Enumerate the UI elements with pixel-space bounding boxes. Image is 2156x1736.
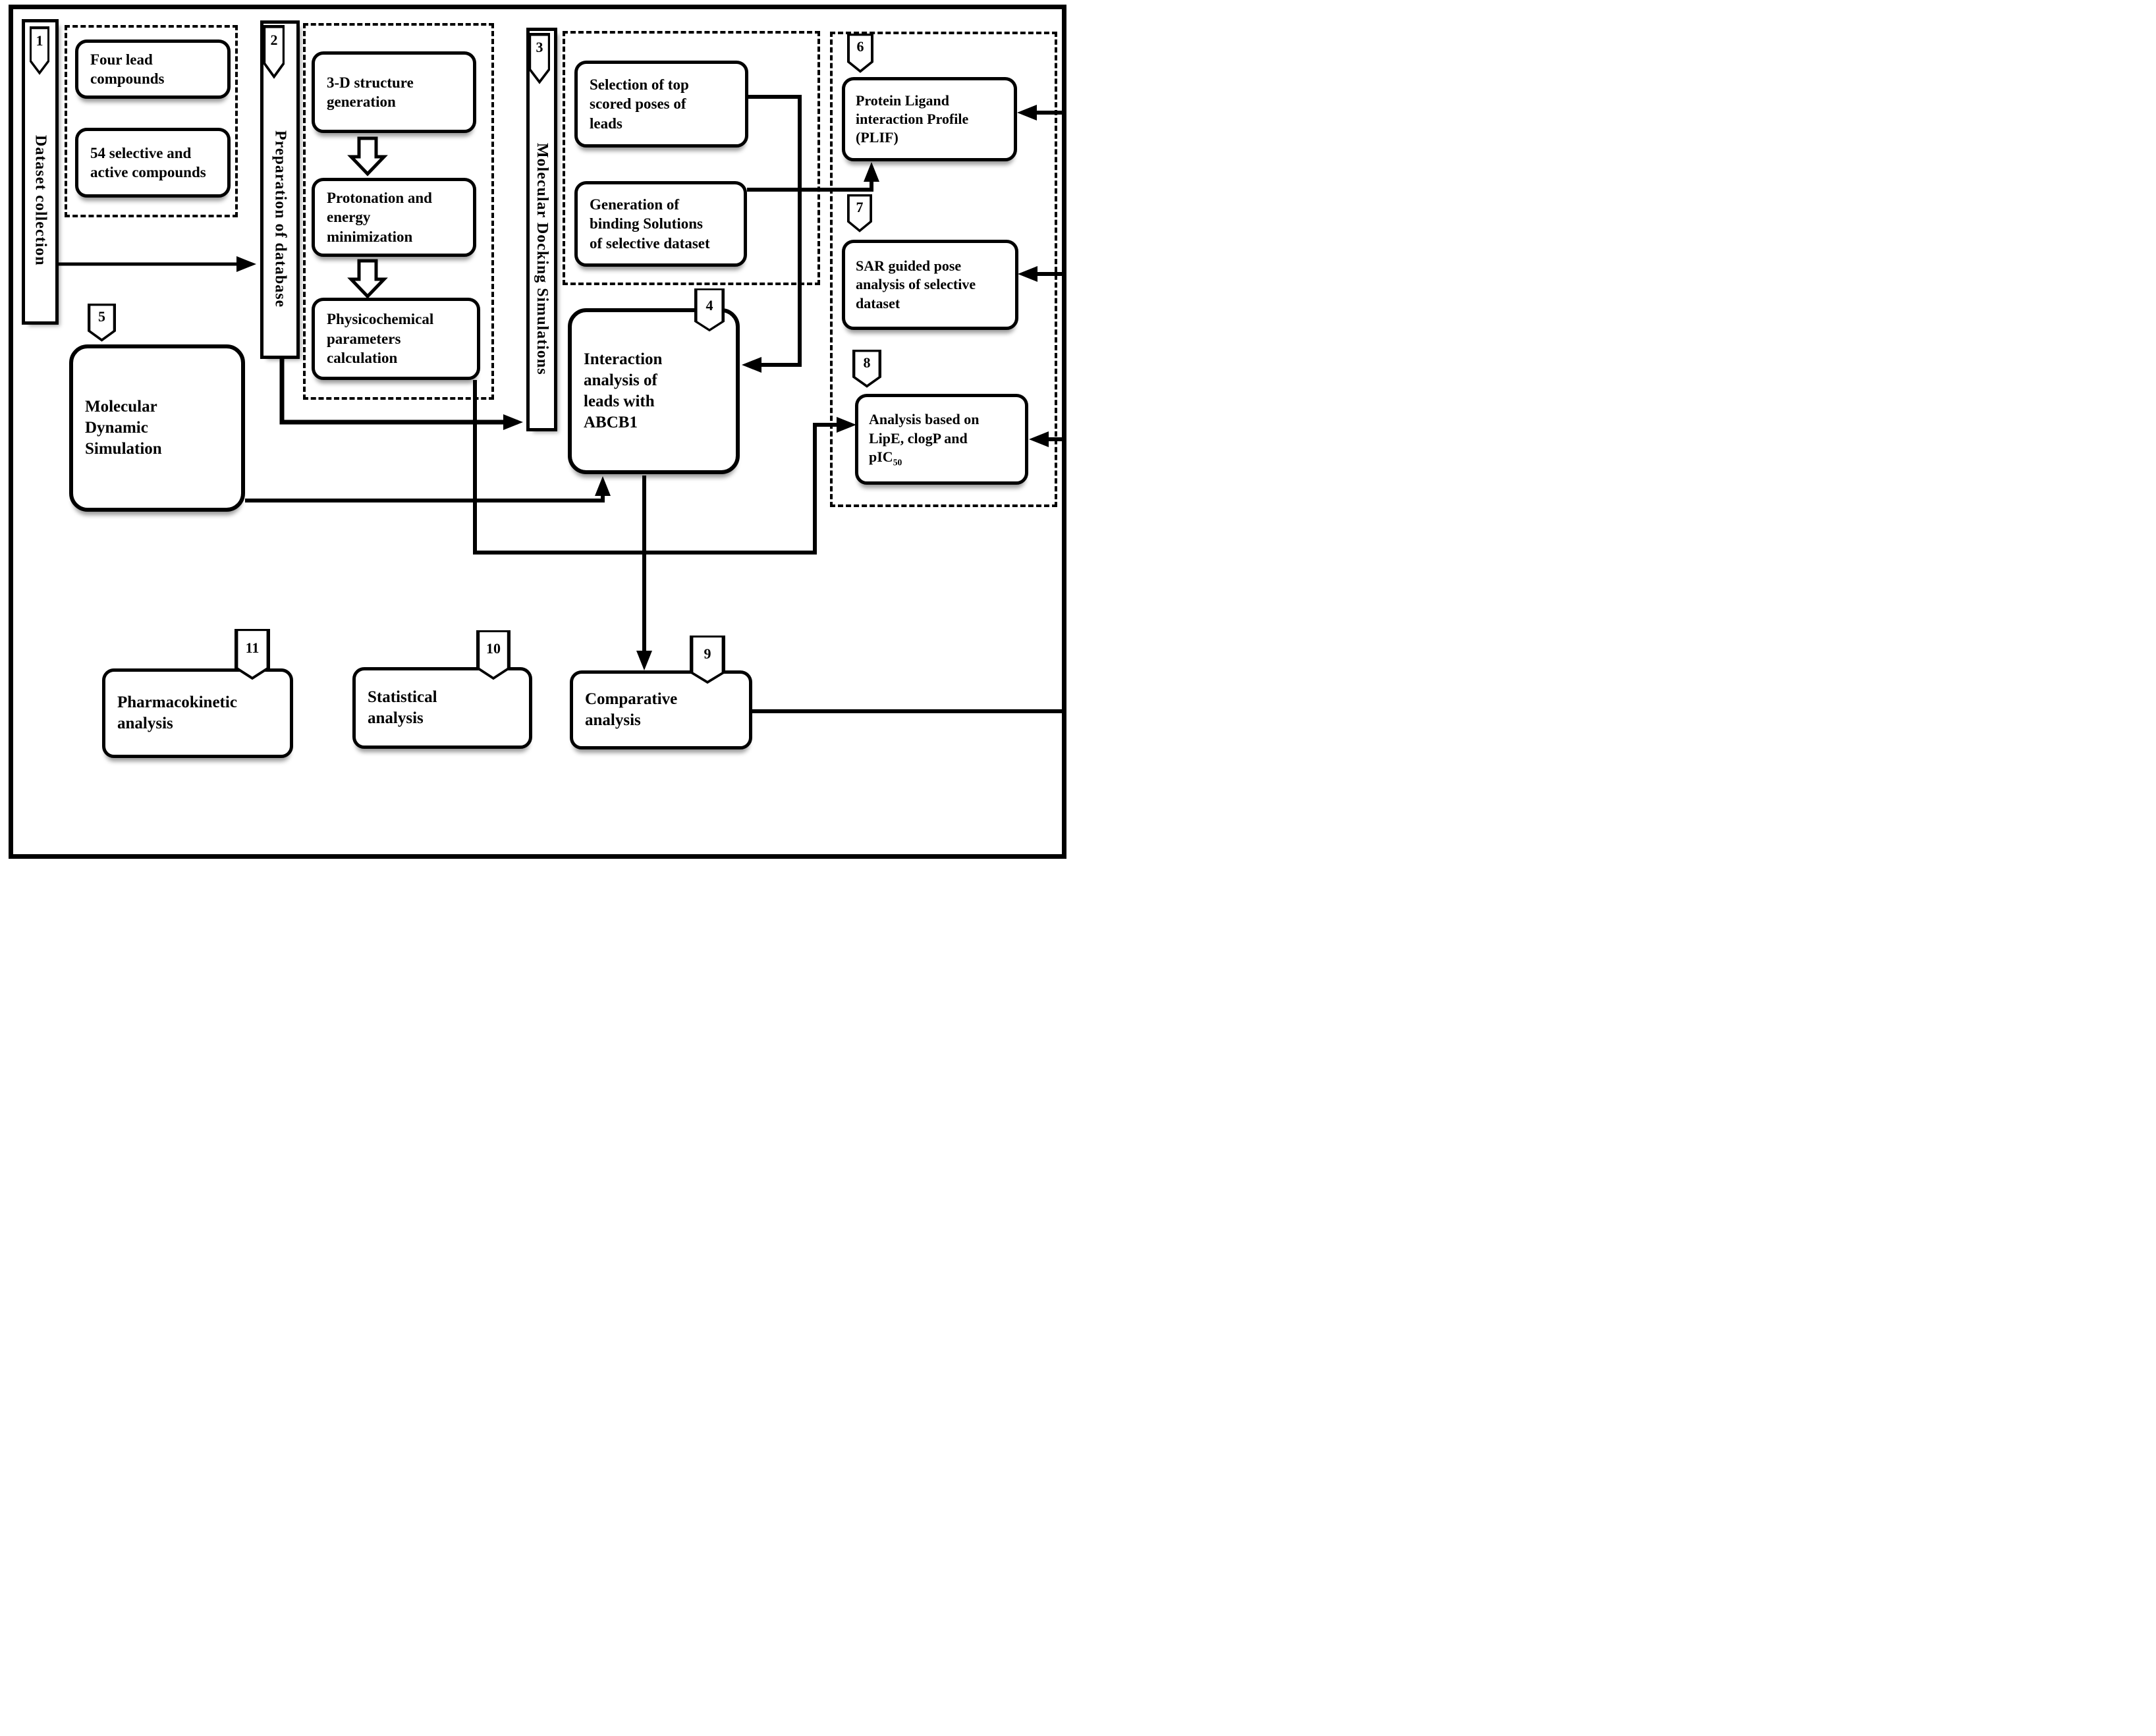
badge-step-4-number: 4 — [705, 297, 713, 314]
badge-step-8: 8 — [852, 350, 881, 388]
box-lipe-clogp-pic50: Analysis based on LipE, clogP and pIC50 — [855, 394, 1028, 485]
badge-step-9-number: 9 — [704, 645, 711, 662]
box-sar-label: SAR guided pose analysis of selective da… — [856, 258, 976, 312]
box-generation-binding-solutions: Generation of binding Solutions of selec… — [574, 181, 747, 267]
box-physicochemical-parameters: Physicochemical parameters calculation — [312, 298, 480, 380]
box-interaction-label: Interaction analysis of leads with ABCB1 — [584, 350, 663, 431]
box-comparative-label: Comparative analysis — [585, 690, 678, 729]
group-database-preparation — [303, 23, 494, 400]
box-lipe-label: Analysis based on LipE, clogP and pIC50 — [858, 406, 985, 472]
box-selective-active-label: 54 selective and active compounds — [90, 144, 206, 180]
badge-step-7: 7 — [847, 194, 872, 232]
box-pharmacokinetic-analysis: Pharmacokinetic analysis — [102, 668, 293, 758]
badge-step-9: 9 — [690, 636, 725, 684]
badge-step-11-number: 11 — [245, 639, 260, 656]
box-four-lead-compounds-label: Four lead compounds — [90, 51, 165, 87]
box-selection-label: Selection of top scored poses of leads — [590, 76, 689, 132]
box-protonation-minimization: Protonation and energy minimization — [312, 178, 476, 257]
badge-step-10-number: 10 — [486, 640, 501, 657]
badge-step-5-number: 5 — [98, 308, 105, 325]
connector-preparation-to-docking — [279, 359, 523, 430]
box-selection-top-poses: Selection of top scored poses of leads — [574, 61, 748, 148]
connector-physico-to-lipe — [473, 380, 856, 555]
badge-step-1-number: 1 — [36, 32, 43, 49]
connector-md-to-interaction — [245, 476, 611, 502]
box-3d-structure-generation: 3-D structure generation — [312, 51, 476, 133]
badge-step-2: 2 — [263, 25, 285, 79]
badge-step-6: 6 — [847, 34, 873, 73]
badge-step-4: 4 — [694, 288, 725, 332]
badge-step-2-number: 2 — [270, 31, 278, 48]
group-docking-outputs — [563, 31, 820, 285]
badge-step-11: 11 — [235, 629, 270, 680]
box-3d-structure-label: 3-D structure generation — [327, 74, 414, 110]
badge-step-3: 3 — [529, 33, 550, 84]
badge-step-10: 10 — [476, 630, 511, 680]
box-pharmacokinetic-label: Pharmacokinetic analysis — [117, 693, 237, 732]
connector-selection-to-interaction — [742, 95, 802, 373]
banner-preparation-label: Preparation of database — [271, 130, 289, 308]
box-lipe-label-sub: 50 — [893, 457, 902, 468]
connector-layer — [59, 95, 1066, 713]
block-arrow-down-icon — [347, 259, 388, 299]
badge-step-8-number: 8 — [863, 354, 871, 371]
badge-step-7-number: 7 — [856, 198, 864, 215]
banner-dataset-collection-label: Dataset collection — [32, 134, 49, 266]
flowchart-canvas: Dataset collection Preparation of databa… — [0, 0, 1078, 868]
badge-step-3-number: 3 — [536, 39, 543, 56]
box-generation-label: Generation of binding Solutions of selec… — [590, 196, 710, 252]
banner-preparation-of-database: Preparation of database — [260, 20, 300, 359]
box-sar-pose-analysis: SAR guided pose analysis of selective da… — [842, 240, 1018, 330]
box-plif-label: Protein Ligand interaction Profile (PLIF… — [856, 92, 969, 146]
box-physicochemical-label: Physicochemical parameters calculation — [327, 311, 434, 367]
badge-step-1: 1 — [30, 26, 49, 75]
box-selective-active-compounds: 54 selective and active compounds — [75, 128, 231, 198]
box-statistical-analysis: Statistical analysis — [352, 667, 532, 749]
badge-step-6-number: 6 — [856, 38, 864, 55]
box-protonation-label: Protonation and energy minimization — [327, 189, 432, 245]
group-dataset-collection — [65, 25, 238, 217]
box-four-lead-compounds: Four lead compounds — [75, 40, 231, 99]
banner-docking-label: Molecular Docking Simulations — [534, 143, 551, 375]
box-molecular-dynamic-simulation: Molecular Dynamic Simulation — [69, 344, 245, 512]
box-statistical-label: Statistical analysis — [368, 688, 437, 727]
box-md-simulation-label: Molecular Dynamic Simulation — [85, 398, 162, 458]
box-lipe-label-main: Analysis based on LipE, clogP and pIC — [869, 411, 980, 465]
block-arrow-down-icon — [347, 136, 388, 176]
connector-generation-to-plif — [747, 162, 879, 192]
box-interaction-analysis-abcb1: Interaction analysis of leads with ABCB1 — [568, 308, 740, 474]
box-plif: Protein Ligand interaction Profile (PLIF… — [842, 77, 1017, 161]
box-comparative-analysis: Comparative analysis — [570, 670, 752, 749]
group-pose-analysis — [830, 32, 1057, 507]
badge-step-5: 5 — [88, 304, 116, 342]
banner-molecular-docking: Molecular Docking Simulations — [526, 28, 557, 431]
connector-comparative-feedback-trunk — [752, 113, 1066, 713]
